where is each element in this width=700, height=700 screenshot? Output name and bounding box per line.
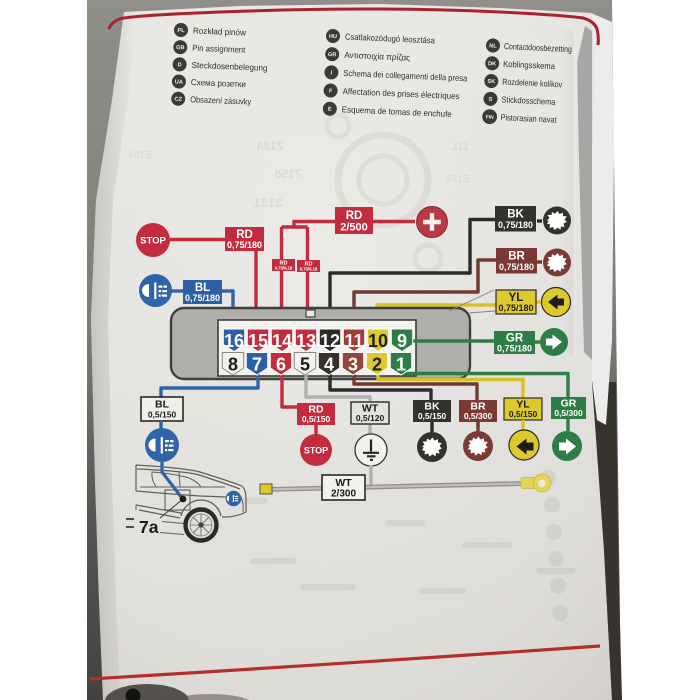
svg-text:6: 6 [276,355,286,375]
svg-text:1: 1 [396,355,406,375]
svg-text:16: 16 [224,331,244,351]
svg-text:Steckdosenbelegung: Steckdosenbelegung [191,60,268,73]
svg-text:5: 5 [300,355,310,375]
svg-text:RD: RD [280,261,288,267]
svg-text:BK: BK [507,209,524,221]
svg-text:GR: GR [561,398,577,410]
svg-text:Pin assignment: Pin assignment [192,43,246,55]
svg-text:4: 4 [324,355,334,375]
svg-text:GB: GB [176,45,185,51]
svg-text:0,5/150: 0,5/150 [302,414,331,424]
svg-text:3131: 3131 [254,195,283,210]
svg-text:2184: 2184 [256,139,283,153]
svg-text:NL: NL [489,43,497,49]
svg-text:14: 14 [272,331,292,351]
svg-text:FIN: FIN [486,114,495,120]
svg-text:Csatlakozódugó leosztása: Csatlakozódugó leosztása [345,32,436,46]
svg-text:WT: WT [362,403,379,415]
svg-text:I: I [330,70,332,76]
svg-text:YL: YL [516,399,530,411]
svg-text:Rozdelenie kolíkov: Rozdelenie kolíkov [502,77,563,90]
svg-text:0,75/180: 0,75/180 [185,293,220,303]
svg-text:2/300: 2/300 [331,489,356,500]
svg-text:Esquema de tomas de enchufe: Esquema de tomas de enchufe [342,104,453,119]
svg-text:BK: BK [424,401,440,413]
svg-text:11: 11 [344,331,363,351]
svg-text:0,75/180: 0,75/180 [498,303,533,313]
svg-text:RD: RD [305,262,313,268]
svg-text:Contactdoosbezetting: Contactdoosbezetting [504,41,573,54]
svg-text:GR: GR [328,52,337,58]
svg-text:SK: SK [487,79,495,85]
svg-text:Αντιστοιχία πρίζας: Αντιστοιχία πρίζας [344,50,410,63]
svg-text:Схема розетки: Схема розетки [191,77,247,89]
svg-text:0,5/300: 0,5/300 [554,408,583,418]
svg-text:RD: RD [346,210,363,222]
svg-text:GR: GR [506,333,524,345]
svg-text:3: 3 [348,355,358,375]
svg-text:WT: WT [335,477,352,489]
svg-text:Obsazení zásuvky: Obsazení zásuvky [190,94,252,106]
svg-text:F: F [329,88,333,94]
svg-text:PL: PL [177,28,185,34]
svg-text:E154: E154 [128,150,152,161]
svg-text:13: 13 [296,331,316,351]
svg-text:2/500: 2/500 [340,222,368,234]
svg-text:0,5/150: 0,5/150 [418,411,447,421]
svg-text:0,5/150: 0,5/150 [509,409,538,419]
svg-text:Pistorasian navat: Pistorasian navat [500,112,557,125]
svg-text:9: 9 [397,331,407,351]
svg-text:E: E [328,107,332,113]
svg-text:Koblingsskema: Koblingsskema [503,59,556,71]
svg-text:8: 8 [228,355,238,375]
svg-text:RD: RD [236,229,253,241]
svg-text:7158: 7158 [274,167,301,181]
svg-text:YL: YL [509,292,524,304]
svg-text:0,75/180: 0,75/180 [498,220,533,230]
svg-text:BL: BL [155,399,170,411]
svg-text:15: 15 [248,331,268,351]
svg-text:0,75/0,18: 0,75/0,18 [275,266,293,271]
svg-text:Stickdosschema: Stickdosschema [501,94,556,107]
svg-text:10: 10 [368,331,388,351]
svg-text:DK: DK [488,61,496,67]
svg-text:Rozkład pinów: Rozkład pinów [193,25,247,37]
svg-text:STOP: STOP [140,236,166,247]
svg-text:S: S [488,97,492,103]
svg-text:0,75/180: 0,75/180 [497,344,532,354]
svg-text:12: 12 [320,331,340,351]
svg-text:BL: BL [195,282,210,294]
svg-text:2: 2 [372,355,382,375]
svg-text:0,5/300: 0,5/300 [464,411,493,421]
svg-text:CZ: CZ [174,97,182,103]
svg-text:0,75/0,18: 0,75/0,18 [300,267,318,272]
svg-text:BR: BR [470,401,486,413]
svg-text:D: D [177,62,181,68]
svg-text:E154: E154 [446,174,470,185]
svg-text:0,75/180: 0,75/180 [227,240,262,250]
svg-text:0,75/180: 0,75/180 [499,262,534,272]
svg-text:11L: 11L [451,141,470,153]
svg-text:0,5/150: 0,5/150 [148,410,177,420]
svg-text:7: 7 [252,355,262,375]
svg-text:STOP: STOP [304,446,328,456]
svg-text:RD: RD [308,404,324,416]
svg-text:0,5/120: 0,5/120 [356,413,385,423]
svg-text:HU: HU [329,34,337,40]
svg-text:BR: BR [508,251,525,263]
svg-text:UA: UA [175,79,183,85]
svg-text:7a: 7a [139,517,159,537]
